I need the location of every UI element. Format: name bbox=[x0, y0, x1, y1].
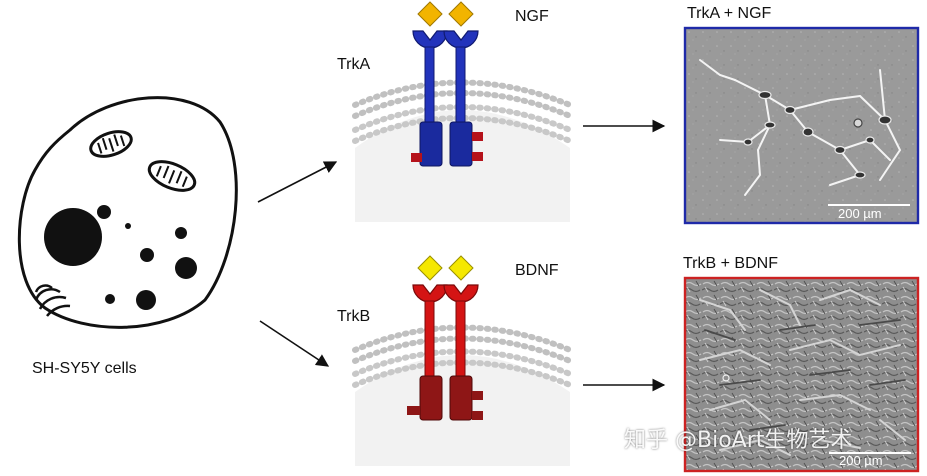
sh-sy5y-cell bbox=[17, 96, 238, 329]
trkb-monomer-left bbox=[407, 284, 448, 421]
trkb-monomer-right bbox=[443, 284, 483, 421]
trka-receptor bbox=[411, 1, 483, 167]
arrow-cell-to-trka bbox=[257, 161, 338, 203]
vesicle bbox=[97, 205, 111, 219]
vesicle bbox=[105, 294, 115, 304]
neuron-bodies bbox=[743, 90, 892, 179]
trkb-scale-label: 200 µm bbox=[839, 453, 883, 468]
trkb-panel-title: TrkB + BDNF bbox=[683, 255, 778, 272]
cell-label: SH-SY5Y cells bbox=[32, 360, 137, 377]
nucleus bbox=[44, 208, 102, 266]
trka-panel-title: TrkA + NGF bbox=[687, 5, 772, 22]
trkb-scale-bar bbox=[829, 452, 911, 454]
ngf-ligand-label: NGF bbox=[515, 8, 549, 25]
ngf-ligand-right bbox=[448, 1, 474, 27]
vesicle bbox=[140, 248, 154, 262]
trkb-panel-border bbox=[683, 276, 920, 473]
trka-scale-label: 200 µm bbox=[838, 206, 882, 221]
trka-receptor-label: TrkA bbox=[337, 56, 371, 73]
trkb-receptor bbox=[407, 255, 483, 421]
arrow-cell-to-trkb bbox=[259, 320, 330, 367]
trka-monomer-left bbox=[411, 30, 448, 167]
ngf-ligand-left bbox=[417, 1, 443, 27]
watermark: 知乎 @BioArt生物艺术 bbox=[624, 428, 853, 453]
trkb-micrograph bbox=[683, 276, 920, 473]
trka-panel-border bbox=[683, 26, 920, 225]
vesicle bbox=[175, 227, 187, 239]
mitochondrion-upper bbox=[89, 130, 133, 158]
bdnf-ligand-right bbox=[448, 255, 474, 281]
trka-scale-bar bbox=[828, 204, 910, 206]
cell-outlines bbox=[699, 288, 906, 456]
vesicle bbox=[125, 223, 131, 229]
trka-micrograph bbox=[683, 26, 920, 225]
trka-monomer-right bbox=[443, 30, 483, 167]
golgi-apparatus bbox=[34, 284, 71, 317]
vesicle bbox=[136, 290, 156, 310]
trkb-receptor-label: TrkB bbox=[337, 308, 371, 325]
mitochondrion-lower bbox=[147, 160, 197, 192]
vesicle bbox=[175, 257, 197, 279]
bdnf-ligand-left bbox=[417, 255, 443, 281]
bdnf-ligand-label: BDNF bbox=[515, 262, 559, 279]
